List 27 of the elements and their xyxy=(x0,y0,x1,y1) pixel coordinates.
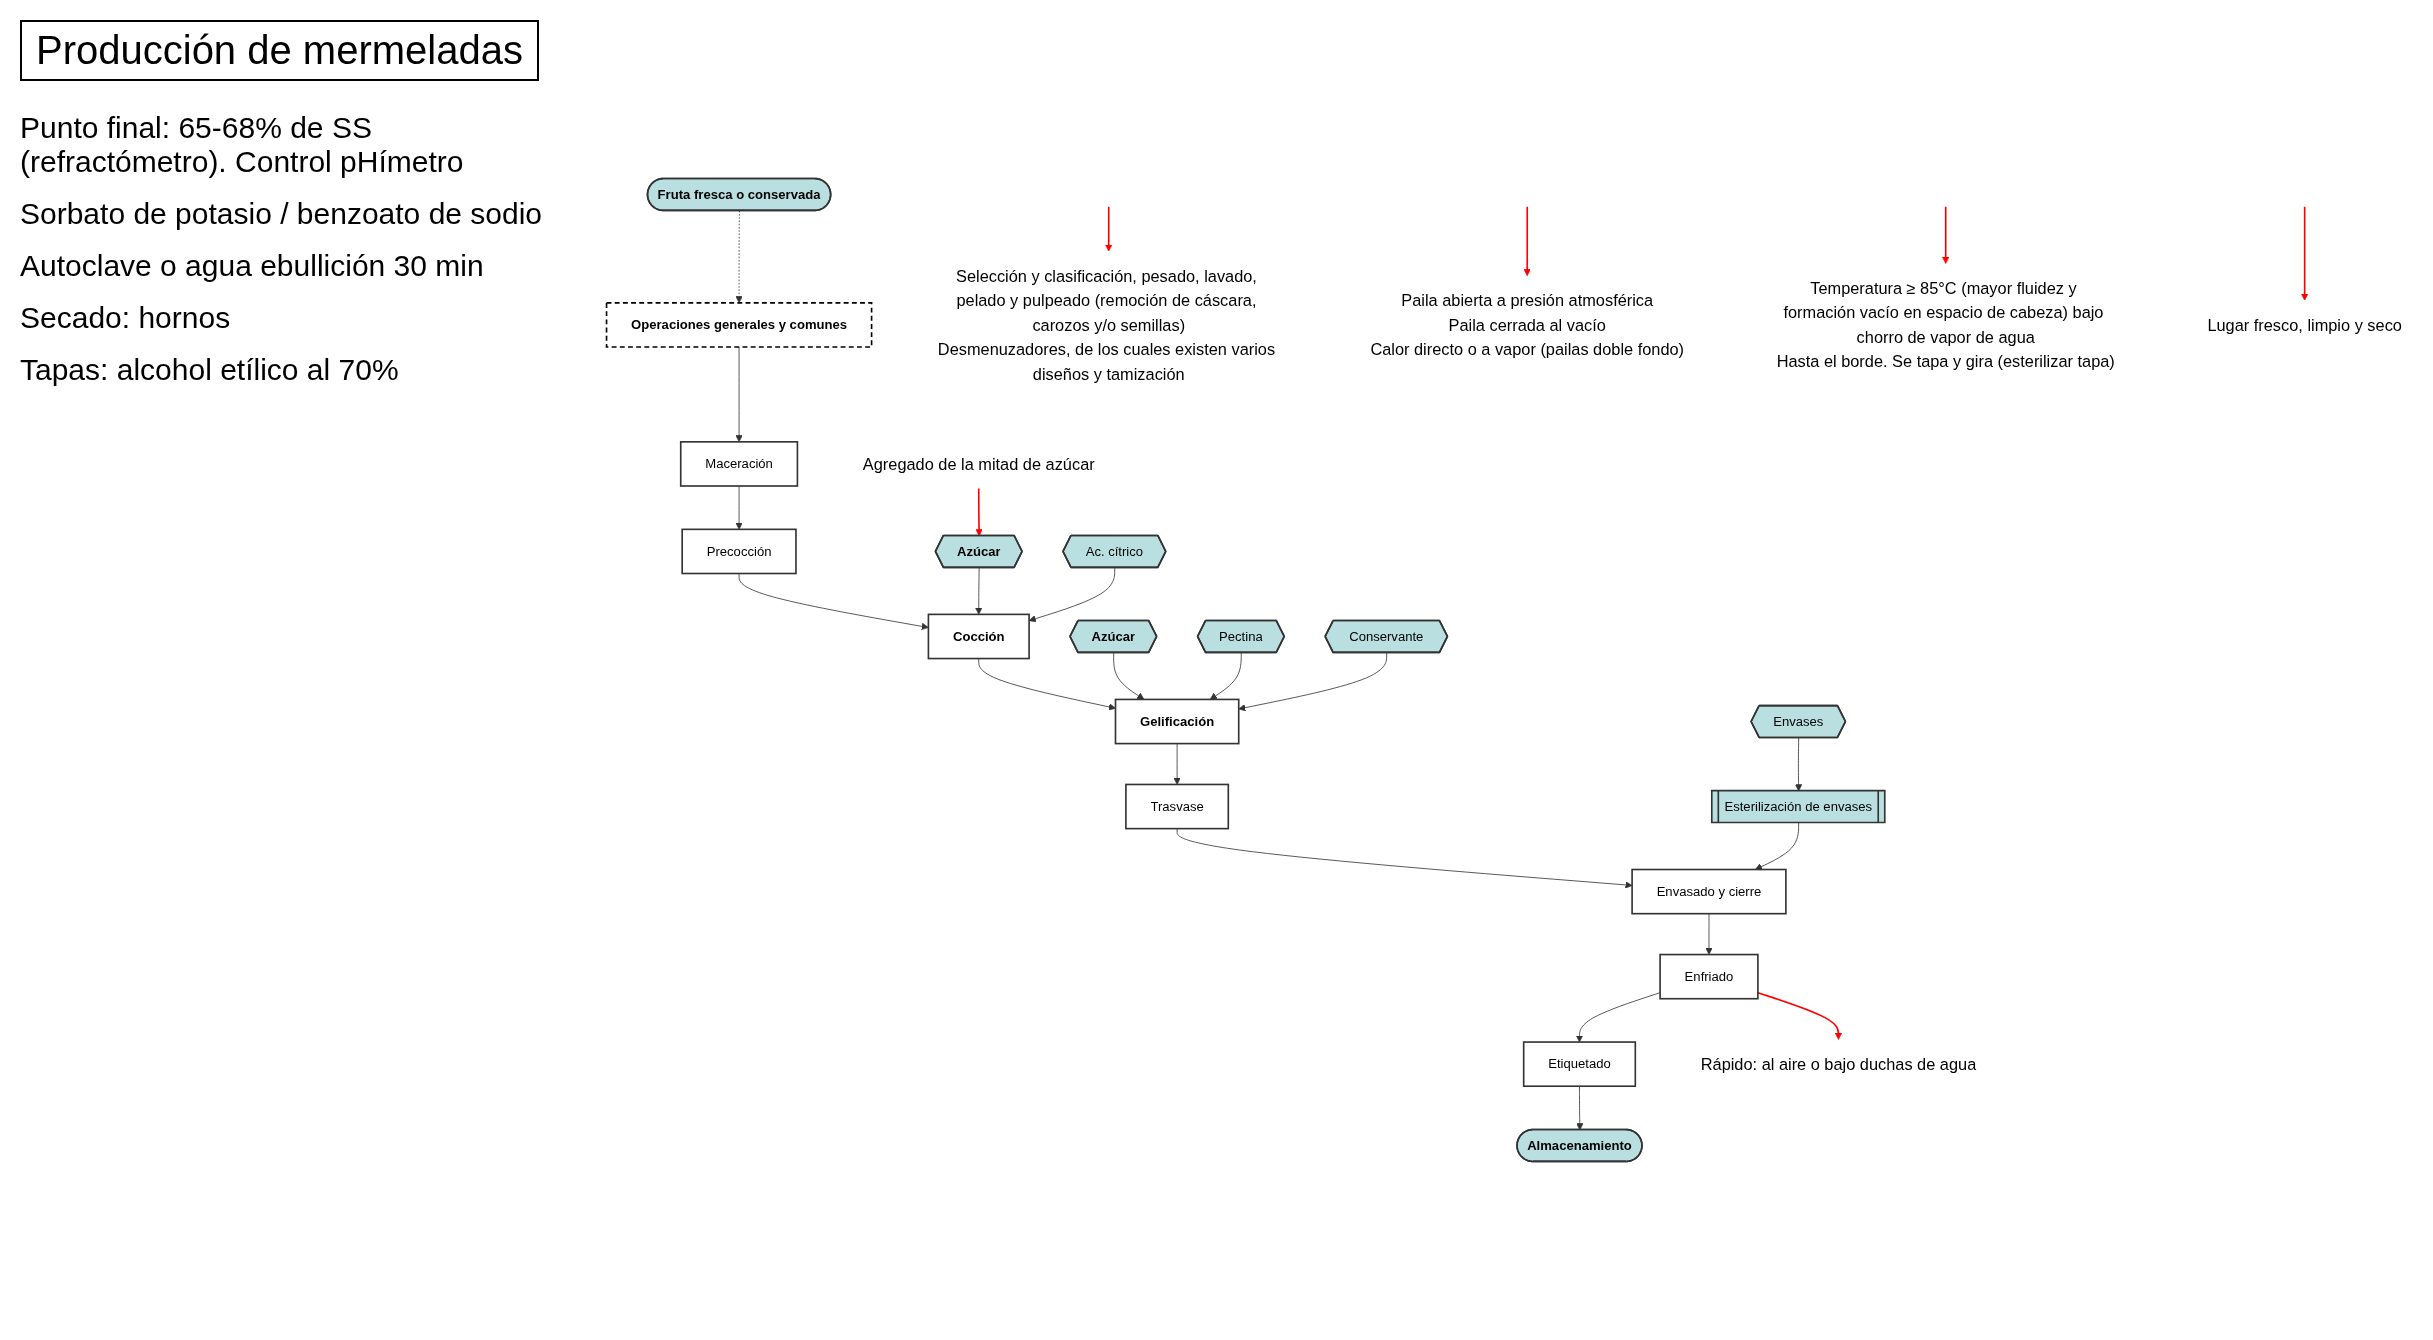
arrow xyxy=(1942,205,1950,264)
node-text: Agregado de la mitad de azúcar xyxy=(862,454,1095,473)
node-box: Enfriado xyxy=(1659,953,1759,1000)
note-text: Autoclave o agua ebullición 30 min xyxy=(20,249,485,283)
note-text: Sorbato de potasio / benzoato de sodio xyxy=(20,197,544,231)
node-box: Maceración xyxy=(679,441,799,487)
node-text: Temperatura ≥ 85°C (mayor fluidez y formación vacío en espacio de cabeza) bajo chorro de vapor de agua Hasta el borde. Se tapa y gira (esterilizar tapa) xyxy=(1776,279,2115,371)
node-box: Envasado y cierre xyxy=(1631,868,1787,915)
title: Producción de mermeladas xyxy=(20,20,539,81)
node-box: Trasvase xyxy=(1125,783,1230,830)
node-box: Etiquetado xyxy=(1522,1041,1637,1088)
node-box: Cocción xyxy=(927,613,1030,660)
note-text: Punto final: 65-68% de SS (refractómetro). Control pHímetro xyxy=(20,111,465,179)
arrow xyxy=(2301,205,2309,301)
node-box: Operaciones generales y comunes xyxy=(605,302,873,348)
node-text: Lugar fresco, limpio y seco xyxy=(2207,315,2402,334)
node-text: Rápido: al aire o bajo duchas de agua xyxy=(1700,1055,1977,1074)
arrow xyxy=(1523,205,1531,277)
node-text: Selección y clasificación, pesado, lavado, pelado y pulpeado (remoción de cáscara, carozos y/o semillas) Desmenuzadores, de los cuales existen varios diseños y tamización xyxy=(937,266,1276,383)
node-box: Precocción xyxy=(681,528,797,575)
arrow xyxy=(975,487,983,537)
arrow xyxy=(1757,991,1843,1040)
arrow xyxy=(1105,205,1113,252)
note-text: Secado: hornos xyxy=(20,301,232,335)
node-box: Gelificación xyxy=(1114,698,1240,745)
note-text: Tapas: alcohol etílico al 70% xyxy=(20,353,400,387)
node-text: Paila abierta a presión atmosférica Paila cerrada al vacío Calor directo o a vapor (pailas doble fondo) xyxy=(1370,291,1685,359)
